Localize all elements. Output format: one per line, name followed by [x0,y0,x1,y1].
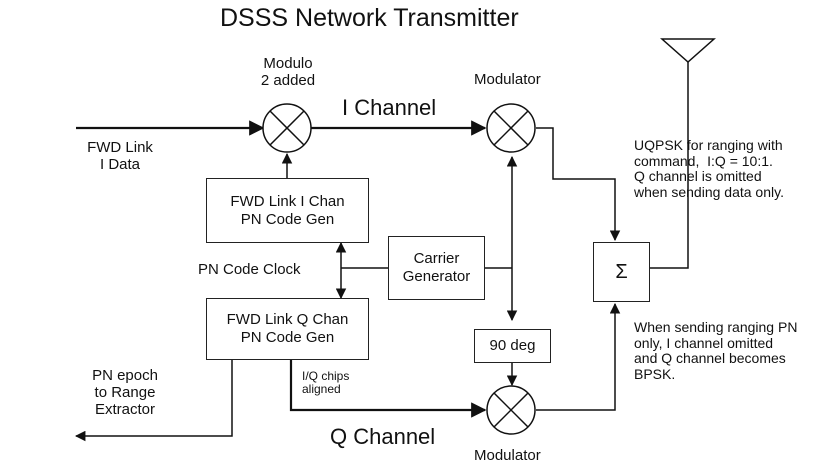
uqpsk-note: UQPSK for ranging with command, I:Q = 10… [634,137,784,201]
q-modulator-label: Modulator [474,447,541,464]
pn-code-clock-label: PN Code Clock [198,261,301,278]
q-pn-to-q-mod [289,360,487,418]
pn-epoch-label: PN epoch to Range Extractor [92,367,158,418]
iq-chips-label: I/Q chips aligned [302,369,350,397]
bpsk-note: When sending ranging PN only, I channel … [634,319,798,383]
q-modulator-icon [486,385,536,435]
sum-to-antenna [650,62,689,269]
i-pn-code-gen-block: FWD Link I Chan PN Code Gen [206,178,369,243]
summer-block: Σ [593,242,650,302]
modulo2-label: Modulo 2 added [260,55,316,89]
fwd-i-data-label: FWD Link I Data [87,139,153,173]
q-pn-code-gen-block: FWD Link Q Chan PN Code Gen [206,298,369,360]
pn-epoch-line [74,360,233,442]
i-modulator-label: Modulator [474,71,541,88]
q-channel-label: Q Channel [330,424,436,449]
i-modulator-icon [486,103,536,153]
i-channel-label: I Channel [342,95,437,120]
i-mod-to-sum [536,127,621,242]
antenna-icon [660,38,716,64]
q-mod-to-sum [536,302,621,411]
phase-shift-block: 90 deg [474,329,551,363]
carrier-generator-block: Carrier Generator [388,236,485,300]
diagram-title: DSSS Network Transmitter [220,4,519,32]
modulo2-adder-icon [262,103,312,153]
